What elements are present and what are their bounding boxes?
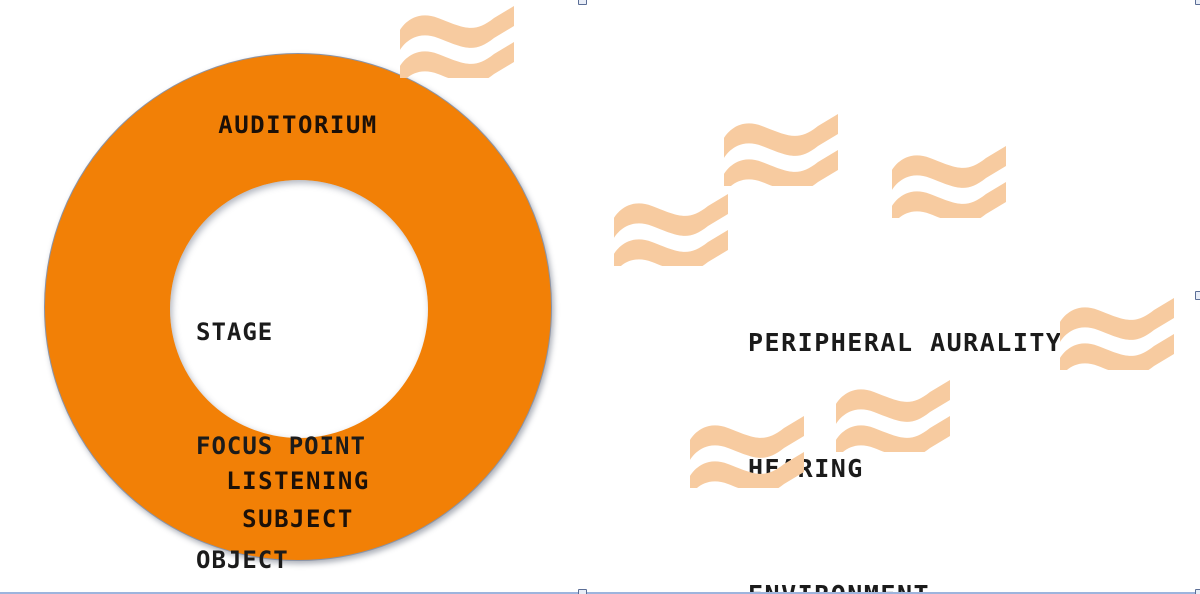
sound-wave-band-2	[614, 230, 728, 266]
selection-border	[0, 592, 1200, 594]
sound-wave-icon-3	[612, 192, 730, 266]
inner-label-line-1: STAGE	[196, 318, 274, 346]
sound-wave-band-1	[892, 146, 1006, 190]
inner-circle-shape[interactable]	[170, 180, 428, 438]
outer-ring-top-label: AUDITORIUM	[218, 111, 378, 139]
selection-handle-bottom-center[interactable]	[578, 589, 587, 594]
sound-wave-band-1	[1060, 298, 1174, 342]
sound-wave-band-1	[400, 6, 514, 50]
sound-wave-band-2	[892, 182, 1006, 218]
inner-label-line-2: FOCUS POINT	[196, 432, 366, 460]
outer-bottom-line-1: LISTENING	[226, 467, 370, 495]
outer-bottom-line-2: SUBJECT	[242, 505, 354, 533]
sound-wave-band-2	[724, 150, 838, 186]
outer-ring-bottom-label: LISTENING SUBJECT	[44, 462, 552, 538]
peripheral-text-block[interactable]: PERIPHERAL AURALITY HEARING ENVIRONMENT	[748, 238, 1062, 594]
sound-wave-icon-4	[890, 144, 1008, 218]
selection-handle-top-right[interactable]	[1195, 0, 1200, 5]
selection-handle-bottom-right[interactable]	[1195, 589, 1200, 594]
selection-handle-right-middle[interactable]	[1195, 291, 1200, 300]
sound-wave-icon-5	[1058, 296, 1176, 370]
sound-wave-band-2	[1060, 334, 1174, 370]
inner-circle-label: STAGE FOCUS POINT OBJECT	[196, 237, 456, 594]
peripheral-line-1: PERIPHERAL AURALITY	[748, 328, 1063, 357]
sound-wave-band-1	[614, 194, 728, 238]
sound-wave-icon-2	[722, 112, 840, 186]
concentric-donut-diagram[interactable]: AUDITORIUM STAGE FOCUS POINT OBJECT LIST…	[44, 53, 552, 574]
peripheral-line-2: HEARING	[748, 454, 864, 483]
inner-label-line-3: OBJECT	[196, 546, 289, 574]
sound-wave-band-1	[724, 114, 838, 158]
selection-handle-top-center[interactable]	[578, 0, 587, 5]
peripheral-line-3: ENVIRONMENT	[748, 574, 1062, 594]
